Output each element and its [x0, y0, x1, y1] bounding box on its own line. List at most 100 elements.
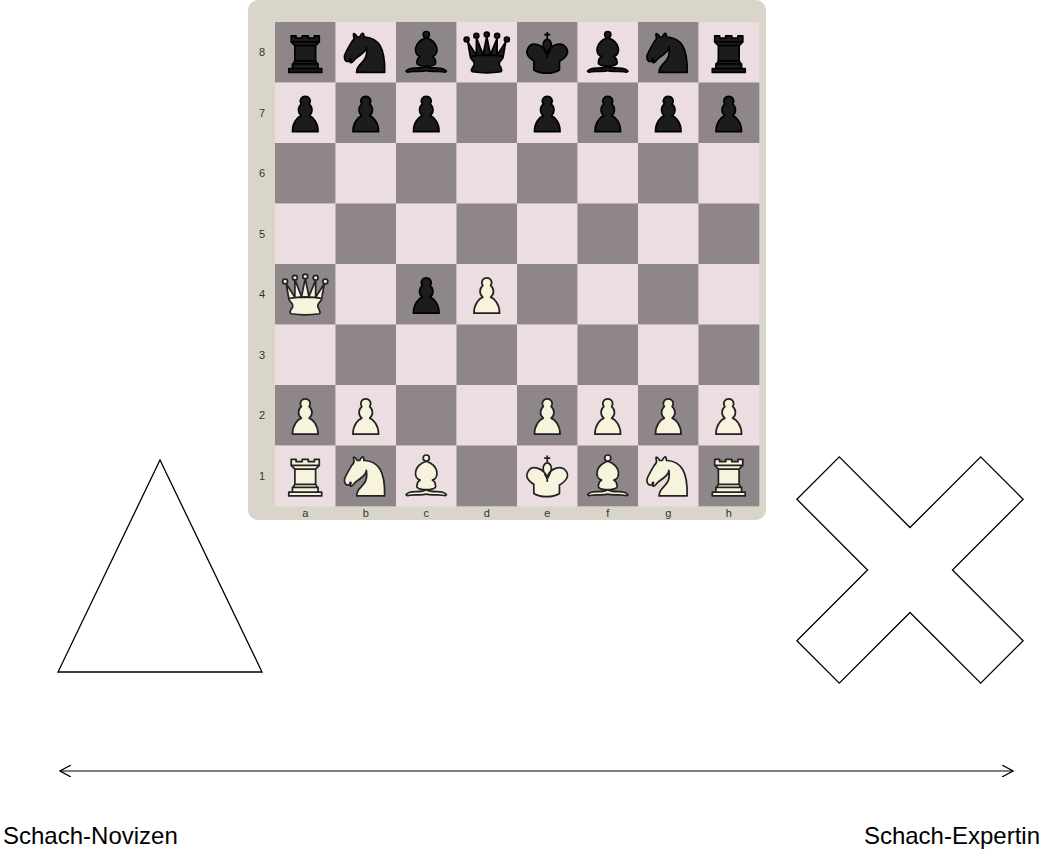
- board-square: [699, 143, 760, 204]
- piece-shape: [289, 36, 322, 73]
- file-label: b: [363, 508, 369, 519]
- board-square: [457, 22, 518, 83]
- board-square: [517, 204, 578, 265]
- board-square: [336, 446, 397, 507]
- chess-piece: [534, 96, 560, 131]
- chess-piece: [595, 399, 621, 434]
- chess-piece: [283, 274, 328, 315]
- board-square: [396, 446, 457, 507]
- chess-piece: [474, 278, 500, 313]
- board-square: [275, 264, 336, 325]
- board-square: [457, 325, 518, 386]
- piece-shape: [534, 399, 560, 434]
- board-square: [275, 22, 336, 83]
- scale-end-label: Schach-Novizen: [3, 823, 178, 849]
- chess-piece: [647, 457, 687, 496]
- piece-shape: [344, 33, 384, 72]
- board-square: [578, 143, 639, 204]
- board-square: [638, 264, 699, 325]
- board-square: [396, 204, 457, 265]
- piece-shape: [655, 399, 681, 434]
- board-square: [699, 446, 760, 507]
- board-square: [457, 446, 518, 507]
- board-square: [578, 385, 639, 446]
- board-square: [336, 22, 397, 83]
- file-label: f: [606, 508, 609, 519]
- chess-piece: [534, 399, 560, 434]
- rank-label: 4: [259, 289, 265, 300]
- scale-arrow: [60, 770, 1013, 771]
- rank-label: 5: [259, 228, 265, 239]
- board-square: [699, 385, 760, 446]
- board-square: [457, 264, 518, 325]
- piece-shape: [655, 96, 681, 131]
- board-square: [578, 446, 639, 507]
- board-square: [336, 264, 397, 325]
- piece-shape: [588, 455, 628, 496]
- board-square: [517, 325, 578, 386]
- board-square: [517, 446, 578, 507]
- piece-shape: [647, 33, 687, 72]
- board-square: [638, 385, 699, 446]
- piece-shape: [353, 96, 379, 131]
- board-square: [578, 83, 639, 144]
- chess-piece: [655, 96, 681, 131]
- board-frame: [248, 0, 766, 520]
- board-squares: [275, 22, 759, 506]
- scale-end-label: Schach-Expertin: [864, 823, 1040, 849]
- chess-piece: [406, 455, 446, 496]
- chess-piece: [353, 399, 379, 434]
- piece-shape: [712, 36, 745, 73]
- chess-piece: [716, 96, 742, 131]
- board-square: [457, 83, 518, 144]
- chess-piece: [344, 457, 384, 496]
- chess-piece: [712, 36, 745, 73]
- rank-label: 2: [259, 410, 265, 421]
- board-square: [517, 264, 578, 325]
- rank-label: 1: [259, 470, 265, 481]
- file-label: d: [484, 508, 490, 519]
- chess-pieces: [283, 32, 746, 497]
- board-square: [275, 385, 336, 446]
- piece-shape: [413, 96, 439, 131]
- board-square: [517, 83, 578, 144]
- board-square: [396, 143, 457, 204]
- board-square: [638, 446, 699, 507]
- board-square: [336, 143, 397, 204]
- piece-shape: [413, 278, 439, 313]
- board-square: [457, 204, 518, 265]
- board-square: [699, 264, 760, 325]
- board-square: [578, 204, 639, 265]
- chess-piece: [712, 459, 745, 496]
- piece-shape: [283, 274, 328, 315]
- chess-piece: [353, 96, 379, 131]
- file-label: a: [302, 508, 308, 519]
- board-square: [699, 204, 760, 265]
- board-square: [396, 22, 457, 83]
- board-square: [396, 83, 457, 144]
- piece-shape: [527, 456, 568, 497]
- chess-piece: [588, 455, 628, 496]
- chess-piece: [527, 32, 568, 73]
- board-square: [638, 143, 699, 204]
- board-square: [336, 325, 397, 386]
- piece-shape: [527, 32, 568, 73]
- board-square: [699, 22, 760, 83]
- piece-shape: [588, 32, 628, 73]
- chess-piece: [716, 399, 742, 434]
- chess-piece: [289, 36, 322, 73]
- chess-piece: [464, 32, 509, 73]
- board-square: [638, 325, 699, 386]
- chess-piece: [344, 33, 384, 72]
- rank-label: 6: [259, 168, 265, 179]
- rank-label: 7: [259, 107, 265, 118]
- chess-piece: [595, 96, 621, 131]
- board-square: [275, 83, 336, 144]
- chess-piece: [289, 459, 322, 496]
- board-square: [699, 325, 760, 386]
- piece-shape: [289, 459, 322, 496]
- piece-shape: [464, 32, 509, 73]
- board-square: [517, 143, 578, 204]
- triangle-symbol: [58, 460, 262, 672]
